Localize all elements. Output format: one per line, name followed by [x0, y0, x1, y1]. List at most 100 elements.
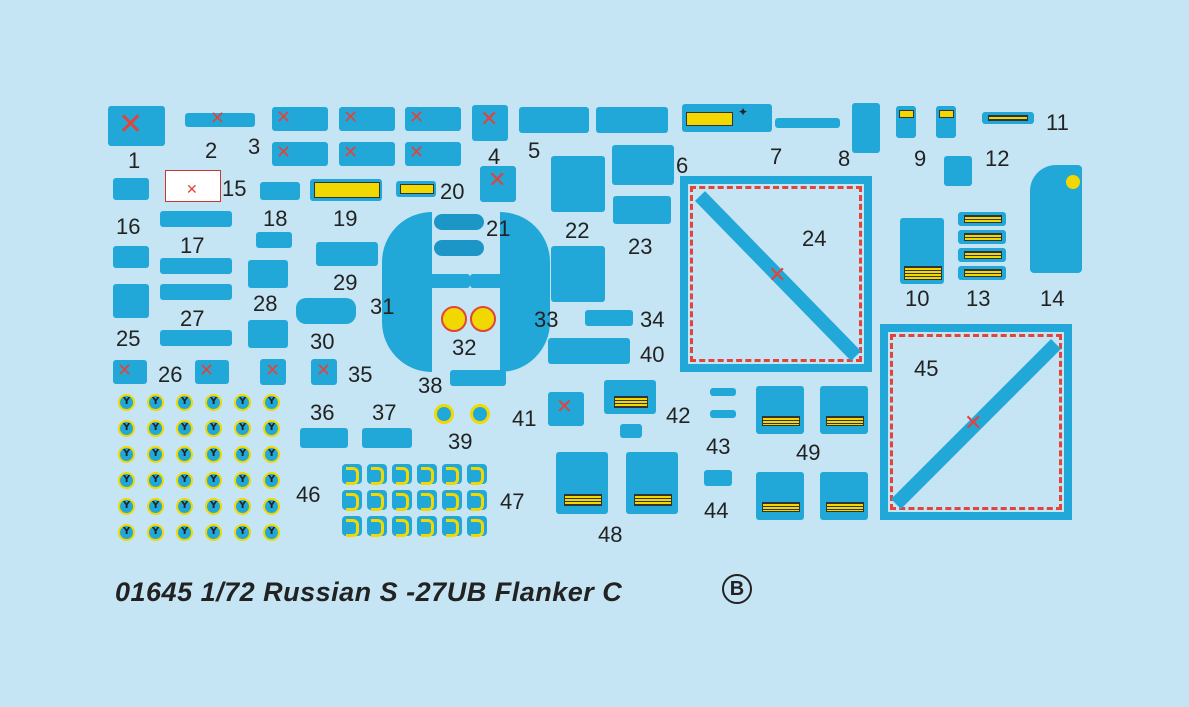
symbol-icon — [417, 516, 437, 537]
label-30: 30 — [310, 329, 335, 354]
decal-24: ✕ — [680, 176, 872, 372]
roundel-icon — [147, 394, 164, 411]
decal-7b — [775, 118, 840, 128]
roundel-icon — [176, 420, 193, 437]
label-11: 11 — [1046, 110, 1069, 135]
label-32: 32 — [452, 335, 477, 360]
decal-21a — [434, 214, 484, 230]
label-49: 49 — [796, 440, 821, 465]
roundel-icon — [263, 446, 280, 463]
label-48: 48 — [598, 522, 623, 547]
symbol-icon — [467, 516, 487, 537]
roundel-icon — [147, 472, 164, 489]
label-19: 19 — [333, 206, 358, 231]
label-9: 9 — [914, 146, 927, 171]
decal-7: ✦ — [682, 104, 772, 132]
decal-10 — [900, 218, 944, 284]
label-2: 2 — [205, 138, 218, 163]
label-28: 28 — [253, 291, 278, 316]
decal-34 — [585, 310, 633, 326]
symbol-icon — [367, 490, 387, 511]
decal-16b — [113, 246, 149, 268]
decal-16 — [113, 178, 149, 200]
symbol-icon — [392, 516, 412, 537]
roundel-icon — [234, 472, 251, 489]
decal-3c: ✕ — [405, 107, 461, 131]
label-41: 41 — [512, 406, 537, 431]
roundel-icon — [118, 524, 135, 541]
roundel-icon — [118, 498, 135, 515]
decal-20b: ✕ — [480, 166, 516, 202]
decal-42a — [604, 380, 656, 414]
label-29: 29 — [333, 270, 358, 295]
decal-28b — [248, 260, 288, 288]
roundel-icon — [263, 498, 280, 515]
decal-21b — [434, 240, 484, 256]
decal-1: ✕ — [108, 106, 165, 146]
label-33: 33 — [534, 307, 559, 332]
roundel-icon — [176, 472, 193, 489]
roundel-icon — [205, 420, 222, 437]
decal-5b — [596, 107, 668, 133]
roundel-icon — [234, 420, 251, 437]
roundel-icon — [263, 524, 280, 541]
label-40: 40 — [640, 342, 665, 367]
decal-15: ✕ — [165, 170, 221, 202]
decal-17b — [160, 258, 232, 274]
decal-43b — [710, 410, 736, 418]
label-8: 8 — [838, 146, 851, 171]
label-24: 24 — [802, 226, 827, 251]
label-37: 37 — [372, 400, 397, 425]
decal-18 — [260, 182, 300, 200]
decal-27b — [160, 330, 232, 346]
decal-31 — [382, 212, 432, 372]
label-34: 34 — [640, 307, 665, 332]
decal-3b: ✕ — [339, 107, 395, 131]
sheet-mark: B — [722, 574, 752, 604]
decal-26c: ✕ — [260, 359, 286, 385]
decal-27 — [160, 284, 232, 300]
decal-6 — [612, 145, 674, 185]
decal-23 — [613, 196, 671, 224]
decal-49b — [820, 386, 868, 434]
label-1: 1 — [128, 148, 141, 173]
decal-32b — [470, 306, 496, 332]
decal-3e: ✕ — [339, 142, 395, 166]
roundel-icon — [234, 524, 251, 541]
roundel-icon — [263, 472, 280, 489]
decal-33-bar — [470, 274, 530, 288]
label-12: 12 — [985, 146, 1010, 171]
roundel-icon — [176, 524, 193, 541]
roundel-icon — [205, 472, 222, 489]
decal-30 — [296, 298, 356, 324]
label-27: 27 — [180, 306, 205, 331]
roundel-icon — [263, 420, 280, 437]
roundel-icon — [118, 472, 135, 489]
roundel-icon — [147, 524, 164, 541]
decal-26a: ✕ — [113, 360, 147, 384]
decal-48b — [626, 452, 678, 514]
decal-9a — [896, 106, 916, 138]
decal-26b: ✕ — [195, 360, 229, 384]
symbol-icon — [417, 464, 437, 485]
roundel-icon — [118, 446, 135, 463]
decal-43a — [710, 388, 736, 396]
label-26: 26 — [158, 362, 183, 387]
decal-49a — [756, 386, 804, 434]
label-18: 18 — [263, 206, 288, 231]
symbol-icon — [367, 464, 387, 485]
label-15: 15 — [222, 176, 247, 201]
label-7: 7 — [770, 144, 783, 169]
label-45: 45 — [914, 356, 939, 381]
decal-28a — [256, 232, 292, 248]
label-21: 21 — [486, 216, 511, 241]
decal-12 — [944, 156, 972, 186]
symbol-icon — [392, 490, 412, 511]
label-46: 46 — [296, 482, 321, 507]
roundel-icon — [234, 446, 251, 463]
decal-14 — [1030, 165, 1082, 273]
decal-37 — [362, 428, 412, 448]
roundel-icon — [205, 394, 222, 411]
label-43: 43 — [706, 434, 731, 459]
roundel-icon — [118, 420, 135, 437]
